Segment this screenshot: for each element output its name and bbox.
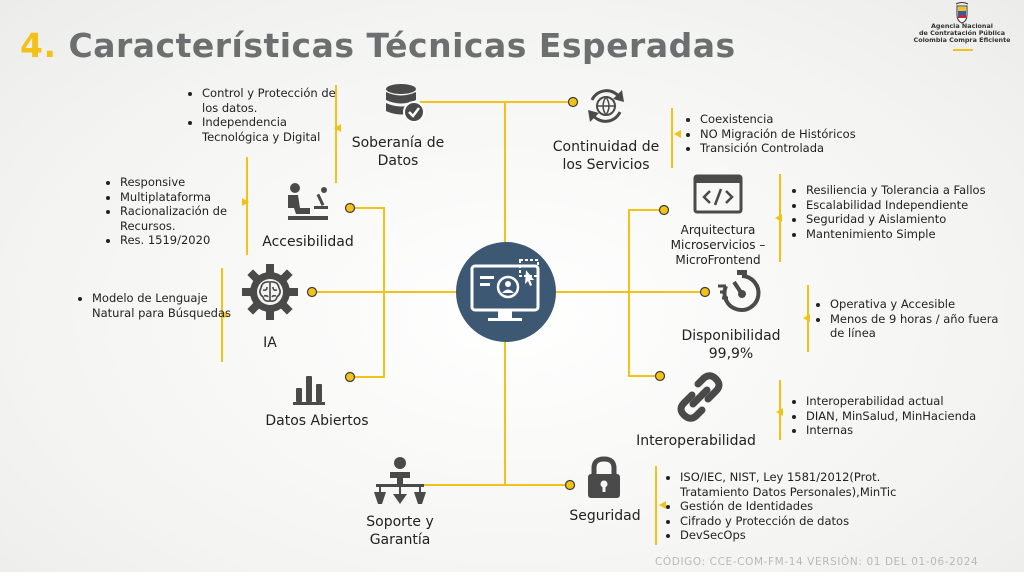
page-title: 4. Características Técnicas Esperadas — [20, 26, 736, 65]
document-code: CÓDIGO: CCE-COM-FM-14 VERSIÓN: 01 DEL 01… — [655, 556, 979, 568]
logo-line-3: Colombia Compra Eficiente — [913, 36, 1011, 44]
logo-underline — [953, 49, 973, 51]
bullets-ia: Modelo de Lenguaje Natural para Búsqueda… — [78, 291, 234, 320]
label-interoperabilidad: Interoperabilidad — [636, 433, 756, 449]
crest-icon — [955, 2, 969, 24]
bullets-soberania: Control y Protección de los datos. Indep… — [188, 86, 350, 144]
label-disponibilidad: Disponibilidad 99,9% — [681, 328, 781, 362]
bullets-continuidad: Coexistencia NO Migración de Históricos … — [686, 112, 900, 156]
label-seguridad: Seguridad — [569, 508, 641, 524]
label-datos-abiertos: Datos Abiertos — [265, 413, 369, 429]
label-arquitectura: Arquitectura Microservicios – MicroFront… — [670, 223, 766, 267]
label-soberania: Soberanía de Datos — [351, 135, 445, 169]
label-accesibilidad: Accesibilidad — [262, 234, 354, 250]
stopwatch-icon — [718, 270, 761, 312]
refresh-globe-icon — [588, 89, 624, 123]
database-check-icon — [386, 84, 425, 123]
agency-logo: Agencia Nacional de Contratación Pública… — [903, 2, 1021, 54]
logo-line-2: de Contratación Pública — [918, 29, 1006, 37]
label-soporte: Soporte y Garantía — [366, 514, 434, 548]
label-ia: IA — [263, 335, 277, 351]
monitor-user-icon — [456, 242, 556, 342]
brain-gear-icon — [242, 264, 298, 320]
bullets-accesibilidad: Responsive Multiplataforma Racionalizaci… — [106, 175, 260, 248]
person-desk-icon — [288, 183, 328, 220]
bullets-arquitectura: Resiliencia y Tolerancia a Fallos Escala… — [792, 183, 992, 241]
bullets-seguridad: ISO/IEC, NIST, Ley 1581/2012(Prot. Trata… — [666, 470, 940, 543]
label-continuidad: Continuidad de los Servicios — [552, 139, 660, 173]
code-window-icon — [693, 174, 743, 214]
logo-line-1: Agencia Nacional — [930, 22, 993, 30]
padlock-icon — [588, 456, 620, 498]
bullets-disponibilidad: Operativa y Accesible Menos de 9 horas /… — [816, 297, 1000, 341]
bullets-interoperabilidad: Interoperabilidad actual DIAN, MinSalud,… — [792, 394, 1006, 438]
title-number: 4. — [20, 26, 57, 65]
support-person-icon — [374, 457, 426, 504]
bar-chart-icon — [293, 376, 325, 405]
title-text: Características Técnicas Esperadas — [68, 26, 736, 65]
chain-link-icon — [677, 372, 723, 422]
